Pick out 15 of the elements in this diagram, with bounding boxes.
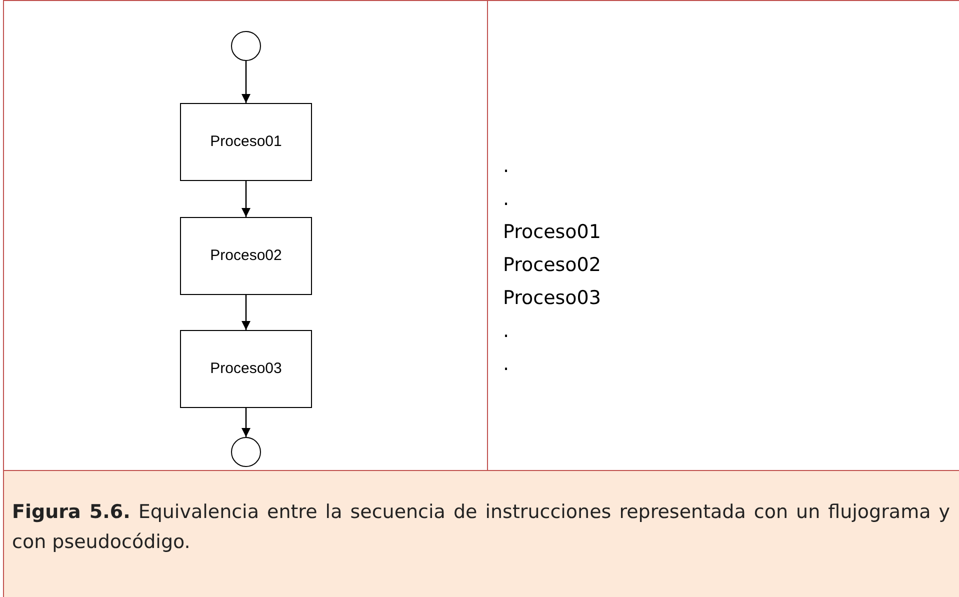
pseudocode-line: Proceso01 [503,220,601,245]
pseudocode-line: . [503,154,510,179]
pseudocode-line: Proceso03 [503,286,601,311]
arrow [241,61,251,103]
arrow [241,408,251,437]
process-box: Proceso01 [180,103,312,181]
pseudocode-line: . [503,187,510,212]
pseudocode-line: . [503,319,510,344]
process-box: Proceso02 [180,217,312,295]
figure-caption: Figura 5.6. Equivalencia entre la secuencia de instrucciones representada con un flujograma y con pseudocódigo. [12,500,950,555]
pseudocode-line: Proceso02 [503,253,601,278]
arrow [241,181,251,217]
pseudocode-line: . [503,352,510,377]
arrow [241,295,251,330]
process-box: Proceso03 [180,330,312,408]
